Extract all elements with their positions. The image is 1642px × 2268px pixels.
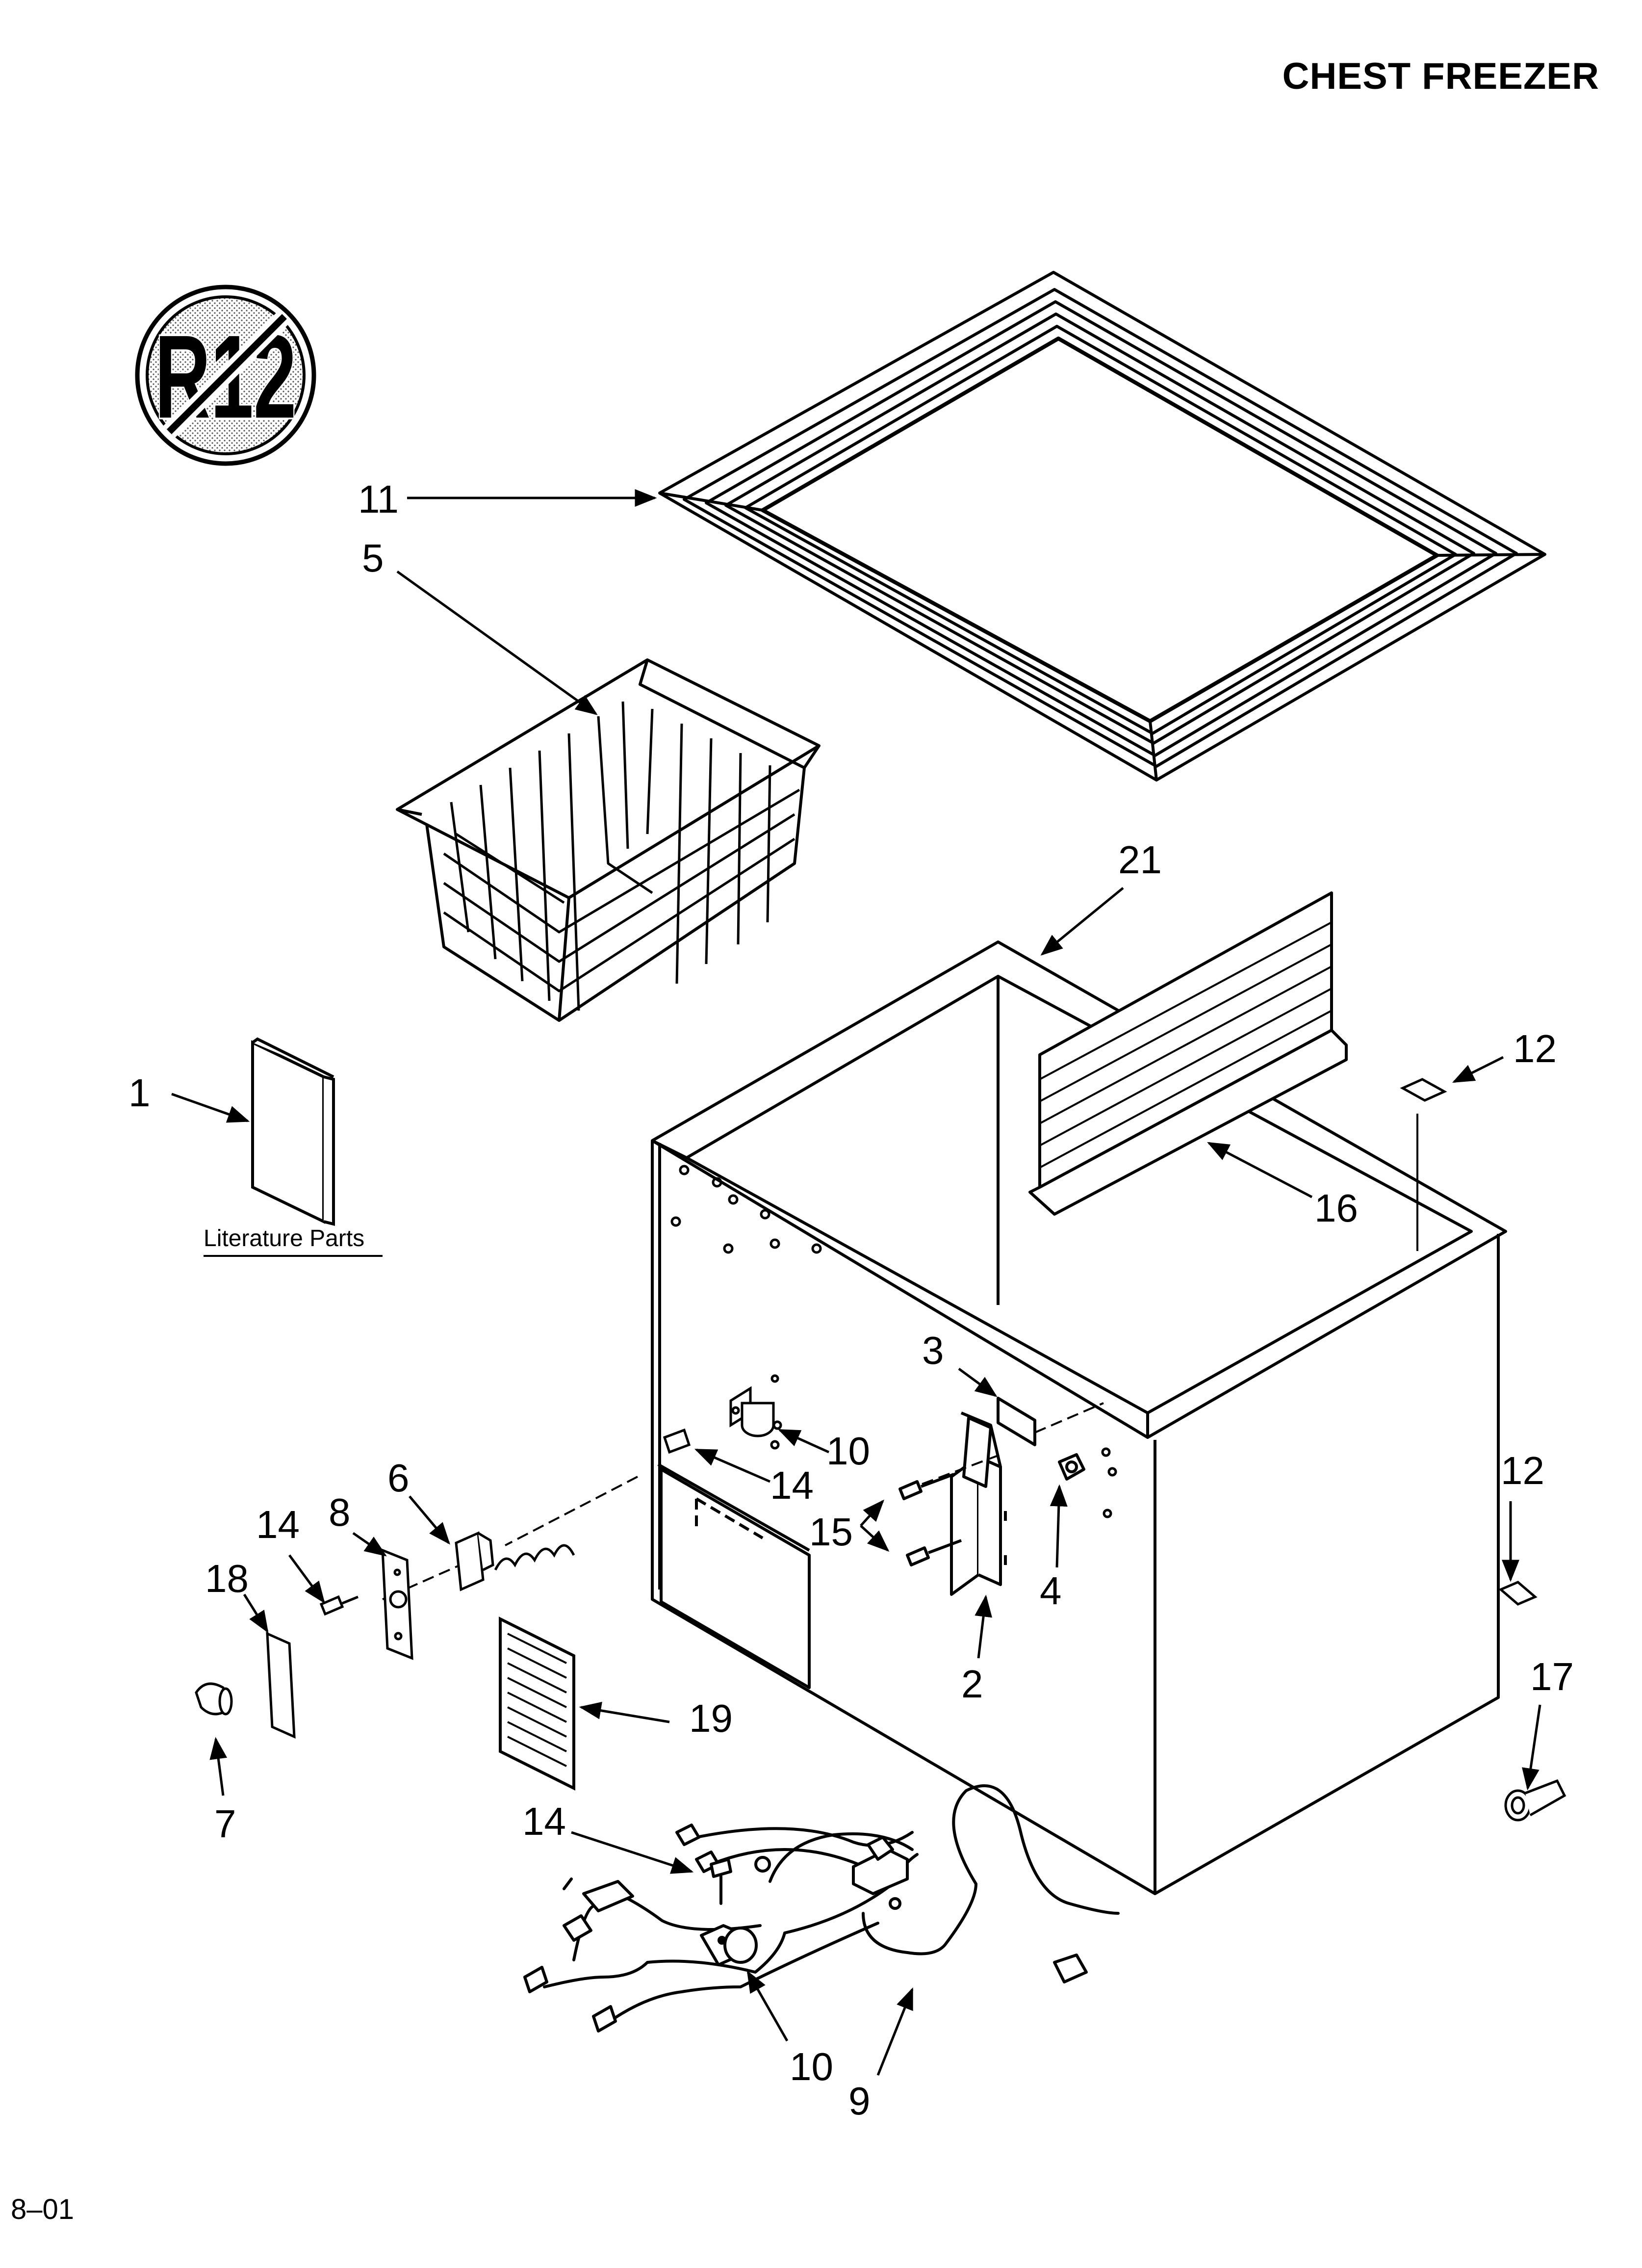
label-strip [266, 1632, 296, 1739]
callout-15: 15 [809, 1510, 853, 1554]
callout-12-top: 12 [1513, 1027, 1557, 1070]
callout-7: 7 [214, 1802, 236, 1846]
wiring-harness [523, 1784, 1120, 2033]
freezer-cabinet [651, 940, 1507, 1895]
callout-14-top: 14 [770, 1463, 814, 1507]
callout-17: 17 [1530, 1655, 1574, 1698]
literature-booklet [251, 1037, 335, 1226]
callout-2: 2 [961, 1662, 983, 1706]
callout-16: 16 [1314, 1186, 1358, 1230]
hinge-assembly [898, 1397, 1085, 1596]
lid-gasket-frame [658, 271, 1546, 782]
callout-14-left: 14 [256, 1503, 300, 1546]
callout-18: 18 [205, 1557, 249, 1600]
callout-1: 1 [128, 1071, 151, 1115]
callout-8: 8 [329, 1490, 351, 1534]
leader-arrows [171, 489, 1541, 2076]
callout-5: 5 [362, 536, 384, 580]
control-screw [319, 1595, 359, 1616]
callout-6: 6 [387, 1456, 410, 1500]
clip-bracket-top [663, 1374, 779, 1454]
literature-parts-label: Literature Parts [204, 1225, 364, 1251]
callout-10-top: 10 [826, 1429, 870, 1473]
callout-11: 11 [358, 477, 399, 521]
callout-10-bottom: 10 [790, 2045, 833, 2088]
drain-plug [1504, 1779, 1566, 1822]
label-top [1400, 1078, 1447, 1251]
thermostat [455, 1531, 575, 1591]
callout-19: 19 [689, 1696, 733, 1740]
callout-4: 4 [1040, 1569, 1062, 1613]
page-footer-code: 8–01 [11, 2193, 75, 2225]
page-title: CHEST FREEZER [1282, 55, 1599, 97]
control-plate [381, 1548, 413, 1660]
callout-14-bottom: 14 [522, 1799, 566, 1843]
vent-grille [499, 1616, 575, 1791]
callout-labels: 1 2 3 4 5 6 7 8 9 10 10 11 12 12 14 14 1… [128, 477, 1574, 2123]
callout-12-side: 12 [1501, 1449, 1544, 1492]
callout-9: 9 [848, 2079, 871, 2123]
callout-21: 21 [1118, 838, 1162, 882]
label-side [1498, 1581, 1538, 1606]
basket-divider [1028, 891, 1348, 1216]
no-r12-icon: R12 [135, 285, 316, 466]
control-knob [195, 1682, 233, 1716]
callout-3: 3 [922, 1329, 944, 1372]
wire-basket [396, 658, 821, 1022]
